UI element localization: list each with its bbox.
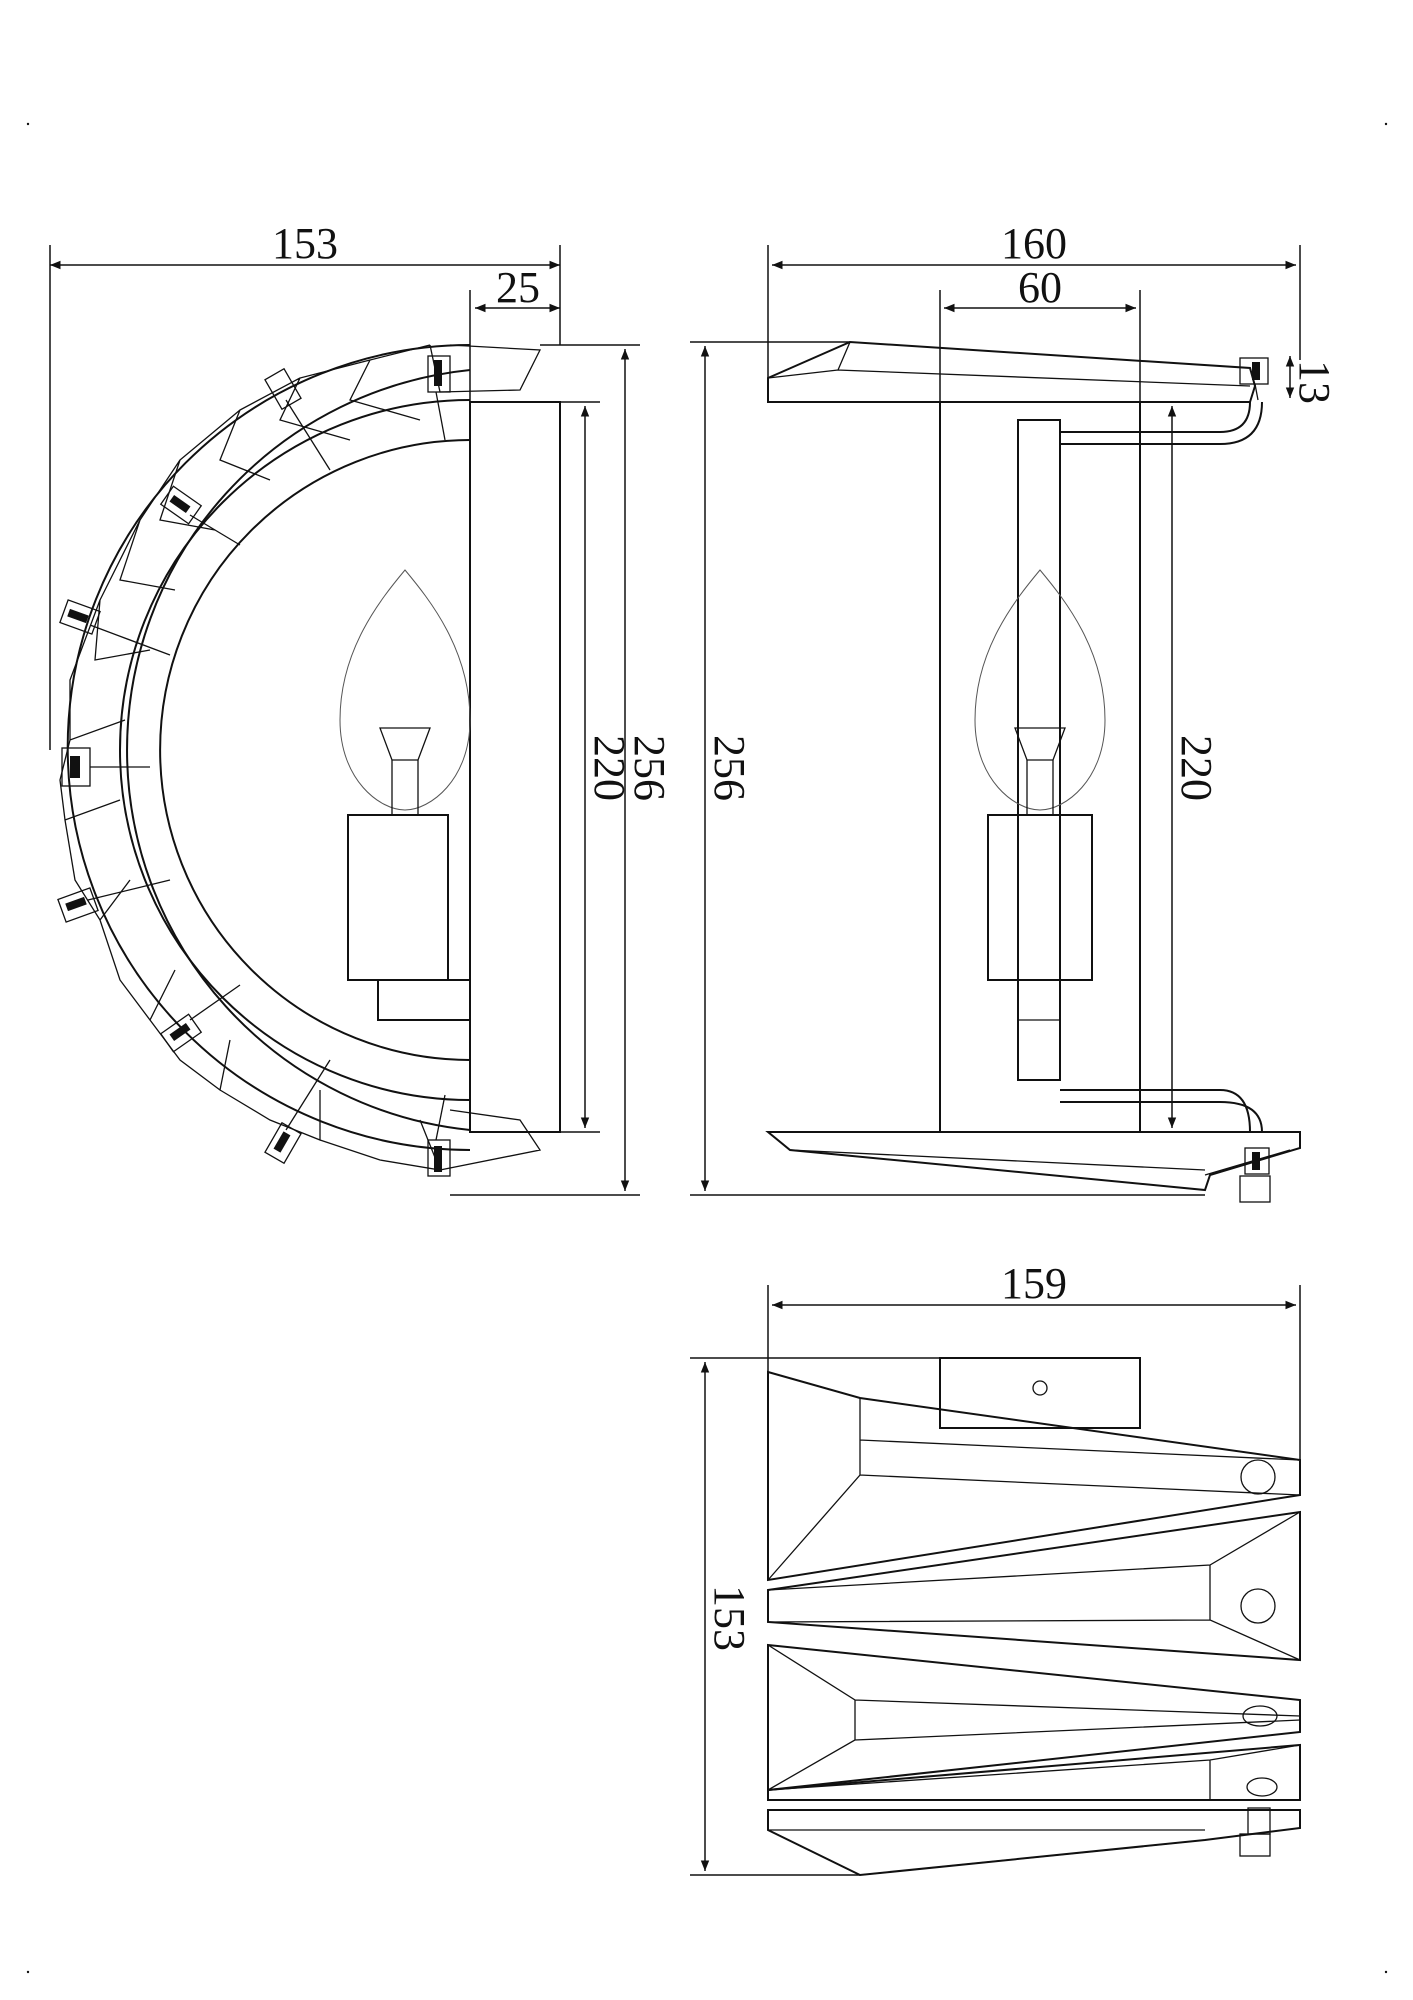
side-wall-plate	[469, 401, 561, 1133]
top-view	[767, 1357, 1301, 1877]
front-top-crystal	[767, 340, 1257, 403]
side-socket-base	[377, 979, 471, 1021]
side-dimensions: 153 25 220 256	[49, 219, 674, 1196]
front-post	[1017, 419, 1061, 1081]
side-view	[57, 344, 561, 1177]
side-socket	[347, 814, 449, 981]
top-crystal-2-hole	[1240, 1588, 1276, 1624]
glass-shade-arc	[159, 439, 471, 1061]
crystal-facets	[59, 344, 542, 1171]
front-bottom-arm	[1060, 1089, 1251, 1133]
top-crystal-4-hole	[1246, 1777, 1278, 1797]
top-crystal-5	[767, 1809, 1301, 1877]
front-clip-height-label: 13	[1290, 360, 1339, 404]
side-depth-label: 25	[496, 263, 540, 312]
front-height-label: 256	[705, 735, 754, 801]
crystal-clips	[57, 355, 451, 1177]
top-depth-label: 153	[705, 1585, 754, 1651]
front-width-label: 160	[1001, 219, 1067, 268]
front-backplate	[939, 401, 1141, 1133]
top-backplate	[939, 1357, 1141, 1429]
top-crystal-1-hole	[1240, 1459, 1276, 1495]
side-width-label: 153	[272, 219, 338, 268]
top-crystal-1	[767, 1370, 1301, 1582]
side-bulb-filament-top	[379, 727, 431, 761]
front-bulb-outline	[974, 569, 1106, 811]
front-dimensions: 160 60 13 256 220	[690, 219, 1339, 1196]
front-bulb-filament-top	[1014, 727, 1066, 761]
front-bottom-clip	[1244, 1147, 1270, 1175]
front-top-clip	[1239, 357, 1269, 385]
front-bottom-crystal	[765, 1131, 1301, 1192]
front-inner-height-label: 220	[1172, 735, 1221, 801]
top-crystal-3-hole	[1242, 1705, 1278, 1727]
front-backplate-width-label: 60	[1018, 263, 1062, 312]
corner-marks	[26, 122, 1388, 1974]
front-view	[765, 340, 1301, 1203]
top-crystal-4	[767, 1743, 1301, 1801]
top-clip	[1247, 1807, 1271, 1835]
crystal-ring-inner	[119, 399, 471, 1101]
top-crystal-3	[767, 1643, 1301, 1792]
crystal-ring-middle	[126, 369, 471, 1131]
top-dimensions: 159 153	[690, 1259, 1301, 1876]
top-width-label: 159	[1001, 1259, 1067, 1308]
front-socket	[987, 814, 1093, 981]
side-bulb-outline	[339, 569, 471, 811]
top-mount-hole	[1032, 1380, 1048, 1396]
side-height-label: 256	[625, 735, 674, 801]
side-bulb-stem	[391, 760, 419, 816]
front-top-arm	[1060, 401, 1251, 433]
